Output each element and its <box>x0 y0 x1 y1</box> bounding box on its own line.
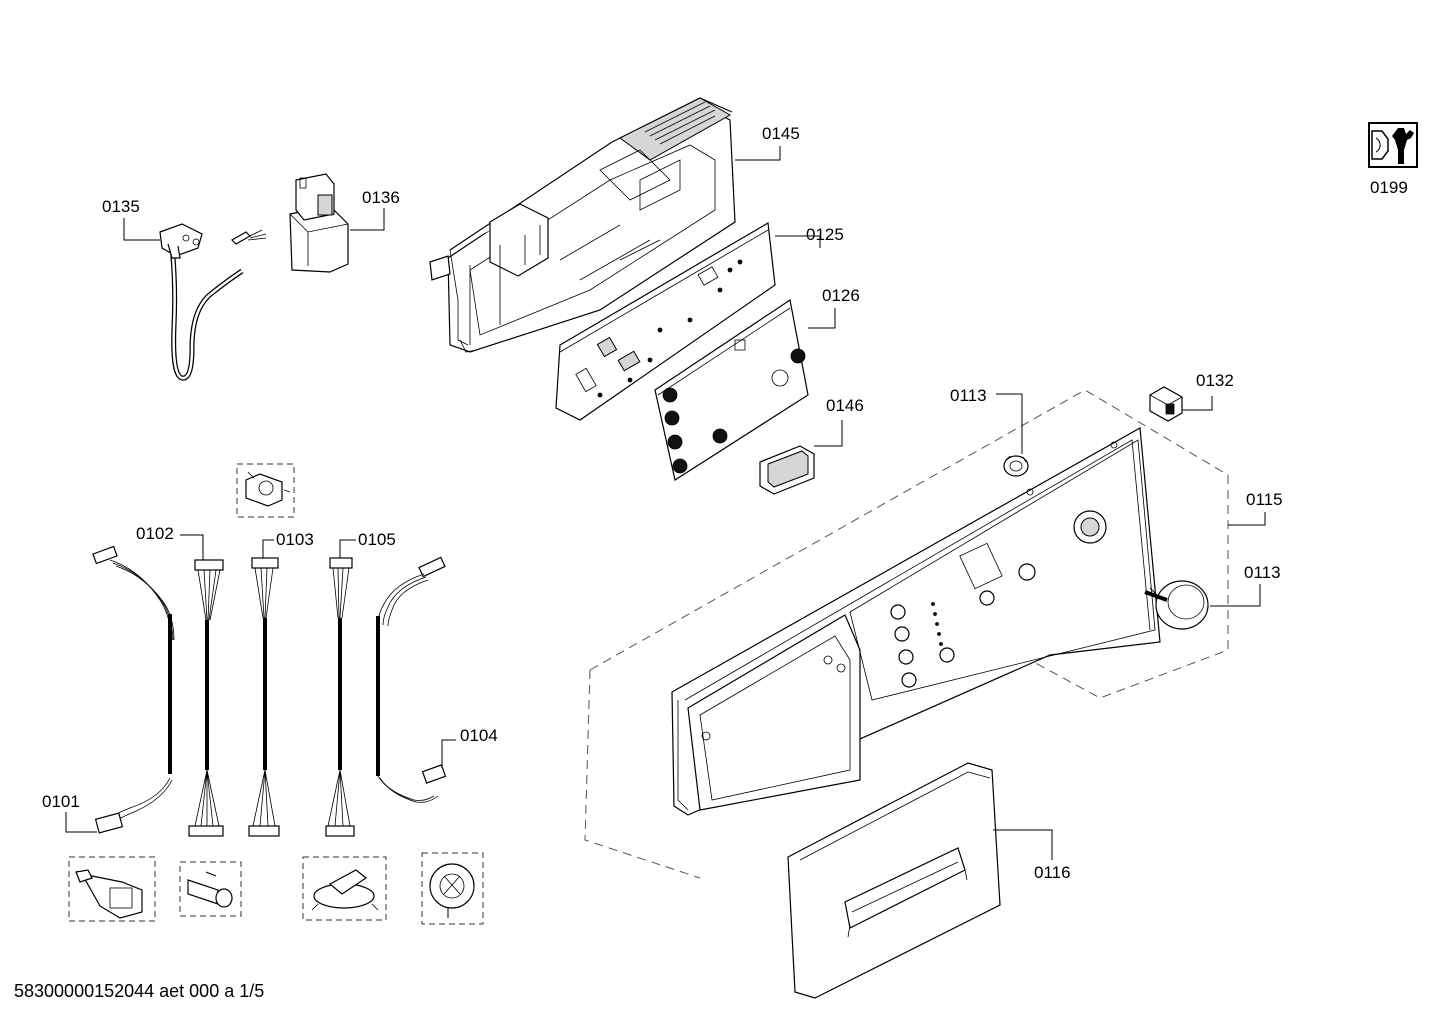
module-housing <box>429 97 736 353</box>
retaining-clip <box>1149 386 1183 422</box>
control-module-board <box>555 222 776 421</box>
callout-0113-b: 0113 <box>1244 563 1281 582</box>
document-id: 58300000152044 aet 000 a 1/5 <box>14 981 265 1001</box>
component-box-top <box>236 463 295 518</box>
interference-filter <box>289 173 349 273</box>
callout-0145: 0145 <box>762 124 800 143</box>
fascia-panel <box>671 427 1161 816</box>
callout-0116: 0116 <box>1034 863 1071 882</box>
component-box-1 <box>68 856 156 922</box>
callout-0105: 0105 <box>358 530 396 549</box>
tool-icon <box>1368 122 1418 168</box>
wire-harness-0101 <box>92 545 175 834</box>
dispenser-handle <box>787 762 1001 999</box>
callout-0113-a: 0113 <box>950 386 987 405</box>
programme-knob <box>1003 455 1029 477</box>
callout-0132: 0132 <box>1196 371 1234 390</box>
component-box-2 <box>179 861 242 917</box>
callout-0199: 0199 <box>1370 178 1408 197</box>
callout-0146: 0146 <box>826 396 864 415</box>
component-box-4 <box>421 852 484 925</box>
wire-harness-0102 <box>188 559 224 837</box>
callout-0135: 0135 <box>102 197 140 216</box>
callout-0102: 0102 <box>136 524 174 543</box>
callout-0104: 0104 <box>460 726 498 745</box>
wire-harness-0103 <box>248 557 280 837</box>
wire-harness-0105 <box>325 557 355 837</box>
component-box-3 <box>302 856 387 921</box>
programme-knob-large <box>1144 580 1209 630</box>
callout-0101: 0101 <box>42 792 80 811</box>
power-cord <box>159 223 267 381</box>
callout-0103: 0103 <box>276 530 314 549</box>
callout-0136: 0136 <box>362 188 400 207</box>
wire-harness-0104 <box>376 556 447 803</box>
callout-0125: 0125 <box>806 225 844 244</box>
callout-0126: 0126 <box>822 286 860 305</box>
switch-board <box>654 298 809 481</box>
display-cover <box>759 445 815 495</box>
callout-0115: 0115 <box>1246 490 1283 509</box>
